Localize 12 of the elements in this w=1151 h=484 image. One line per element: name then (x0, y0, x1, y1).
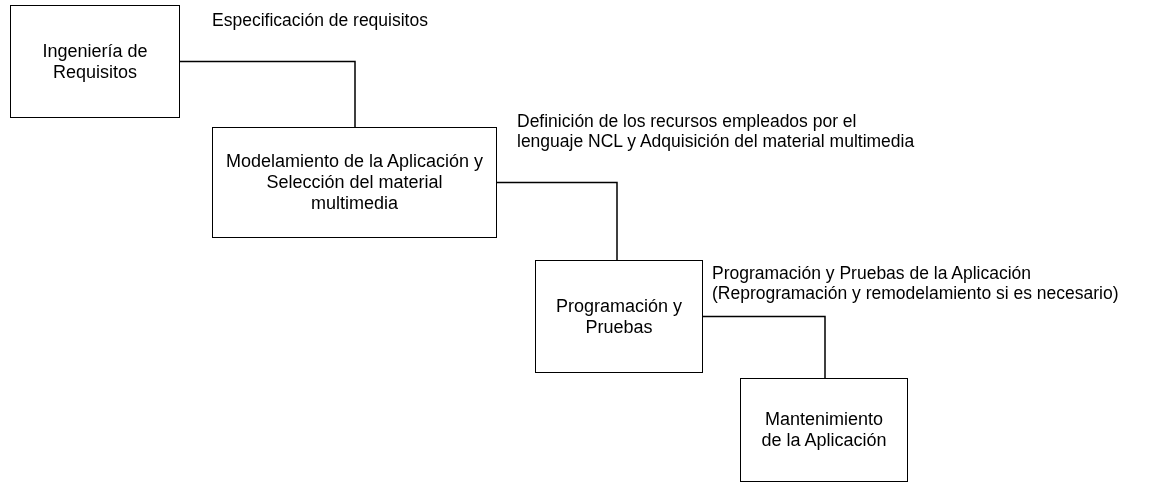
process-box (212, 127, 497, 238)
connector-line (179, 60, 356, 128)
node-label: Ingeniería de Requisitos (41, 40, 149, 83)
process-box (535, 260, 703, 373)
connector-line (496, 181, 618, 261)
node-label: Modelamiento de la Aplicación y Selección del material multimedia (224, 151, 485, 214)
process-box (740, 378, 908, 482)
connector-line (702, 315, 826, 379)
edge-label: Definición de los recursos empleados por el lenguaje NCL y Adquisición del material multimedia (517, 111, 917, 151)
node-label: Mantenimiento de la Aplicación (760, 409, 888, 451)
node-label: Programación y Pruebas (554, 295, 684, 338)
process-box (10, 5, 180, 118)
